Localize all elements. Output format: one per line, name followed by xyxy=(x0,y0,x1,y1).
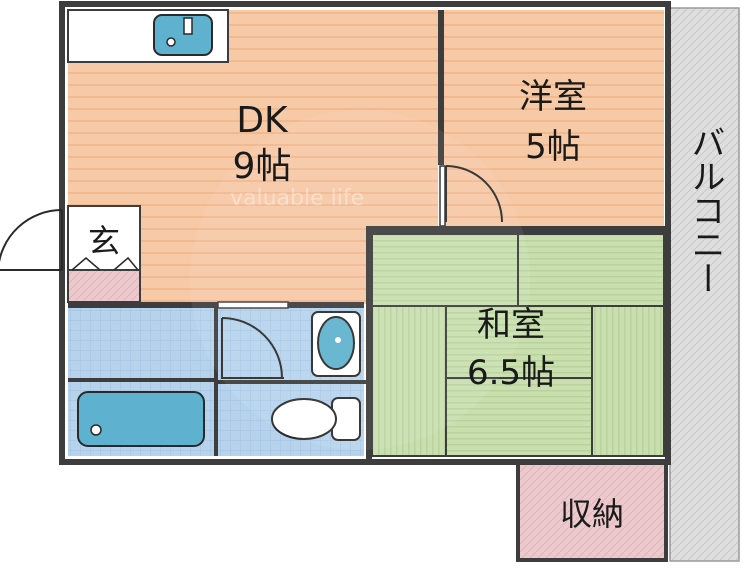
dk-room-size: 9帖 xyxy=(233,146,292,187)
japanese-room-size: 6.5帖 xyxy=(467,353,555,393)
watermark: valuable life xyxy=(230,186,364,211)
tatami-mats xyxy=(371,233,665,457)
entrance-door-icon xyxy=(0,208,63,270)
shoe-rack-icon xyxy=(71,256,139,271)
entrance-label: 玄 xyxy=(88,222,120,260)
washroom-door-icon xyxy=(221,317,284,379)
sink-icon xyxy=(153,14,213,56)
balcony-area xyxy=(669,7,740,562)
western-door-icon xyxy=(445,165,503,223)
japanese-room-name: 和室 xyxy=(477,305,545,345)
balcony-label: バルコニー xyxy=(685,125,725,295)
storage-area xyxy=(516,460,668,562)
western-room-size: 5帖 xyxy=(525,127,581,167)
bathtub-icon xyxy=(77,391,205,447)
dk-room-name: DK xyxy=(236,100,289,141)
storage-label: 収納 xyxy=(560,495,624,533)
western-room-name: 洋室 xyxy=(519,77,587,117)
toilet-icon xyxy=(271,397,361,441)
western-floor xyxy=(444,10,664,228)
